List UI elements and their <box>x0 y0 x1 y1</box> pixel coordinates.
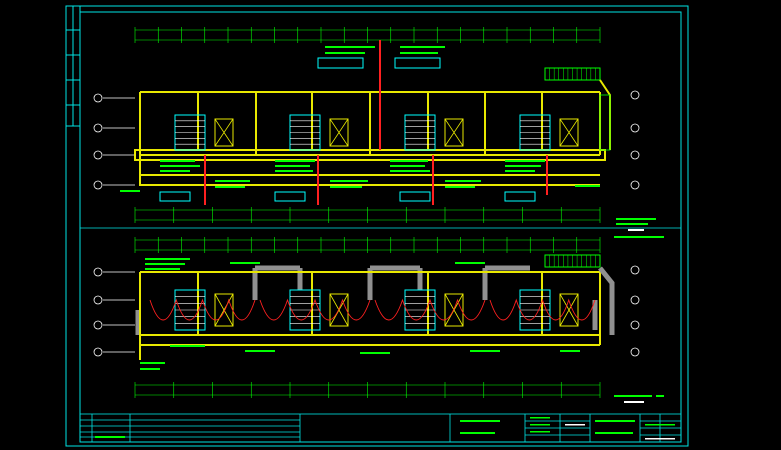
shaft-cross <box>329 293 349 327</box>
annotation-line <box>390 170 430 172</box>
annotation-line <box>505 160 545 162</box>
annotation-line <box>140 362 165 364</box>
shaft-cross <box>214 293 234 327</box>
annotation-line <box>170 345 205 347</box>
lower-right-stairwell <box>544 254 615 335</box>
upper-floor-plan <box>93 27 664 238</box>
shaft <box>444 293 464 327</box>
annotation-line <box>215 180 250 182</box>
shaft <box>559 118 579 147</box>
upper-stairs <box>174 114 579 151</box>
outer-border <box>65 5 689 447</box>
wiring-arc <box>489 298 596 321</box>
annotation-line <box>575 185 600 187</box>
annotation-line <box>230 262 260 264</box>
shaft-cross <box>559 118 579 147</box>
upper-risers <box>204 40 548 205</box>
shaft-cross <box>444 293 464 327</box>
annotation-line <box>505 165 541 167</box>
annotation-line <box>470 350 500 352</box>
annotation-line <box>325 52 365 54</box>
annotation-line <box>215 186 245 188</box>
lower-right-axis <box>630 265 640 357</box>
shaft-cross <box>559 293 579 327</box>
shaft <box>214 118 234 147</box>
binding-strip <box>65 5 81 127</box>
annotation-line <box>245 350 275 352</box>
annotation-line <box>275 165 310 167</box>
wiring-arc <box>259 298 371 321</box>
annotation-line <box>560 350 580 352</box>
shaft <box>329 293 349 327</box>
upper-annotations <box>120 46 600 192</box>
upper-callouts <box>159 57 536 202</box>
upper-right-stairwell <box>544 67 611 151</box>
annotation-line <box>400 46 445 48</box>
lower-left-axis <box>93 267 135 357</box>
shaft-cross <box>214 118 234 147</box>
wiring-arc <box>374 298 486 321</box>
upper-left-axis <box>93 93 135 190</box>
shaft-cross <box>329 118 349 147</box>
upper-right-axis <box>630 90 640 190</box>
annotation-line <box>505 170 535 172</box>
shaft <box>329 118 349 147</box>
annotation-line <box>445 180 481 182</box>
lower-columns <box>135 265 598 335</box>
annotation-line <box>275 170 313 172</box>
annotation-line <box>140 368 160 370</box>
annotation-line <box>160 165 200 167</box>
title-block <box>79 413 682 443</box>
lower-plan-title <box>614 395 664 403</box>
title-block-text <box>95 417 675 440</box>
annotation-line <box>455 262 485 264</box>
lower-wiring <box>149 298 596 321</box>
lower-floor-plan <box>93 237 664 403</box>
lower-stairs <box>174 289 579 331</box>
annotation-line <box>160 170 190 172</box>
annotation-line <box>145 263 185 265</box>
annotation-line <box>160 160 195 162</box>
annotation-line <box>145 268 180 270</box>
upper-top-ticks <box>134 27 601 43</box>
annotation-line <box>330 180 368 182</box>
annotation-line <box>390 160 428 162</box>
annotation-line <box>400 52 438 54</box>
annotation-line <box>445 186 475 188</box>
shaft <box>559 293 579 327</box>
lower-annotations <box>140 258 580 370</box>
annotation-line <box>275 160 315 162</box>
shaft <box>444 118 464 147</box>
annotation-line <box>360 352 390 354</box>
upper-plan-title <box>614 218 664 238</box>
wiring-arc <box>149 298 256 321</box>
annotation-line <box>390 165 425 167</box>
annotation-line <box>325 46 375 48</box>
annotation-line <box>145 258 190 260</box>
annotation-line <box>330 186 362 188</box>
shaft-cross <box>444 118 464 147</box>
annotation-line <box>120 190 140 192</box>
